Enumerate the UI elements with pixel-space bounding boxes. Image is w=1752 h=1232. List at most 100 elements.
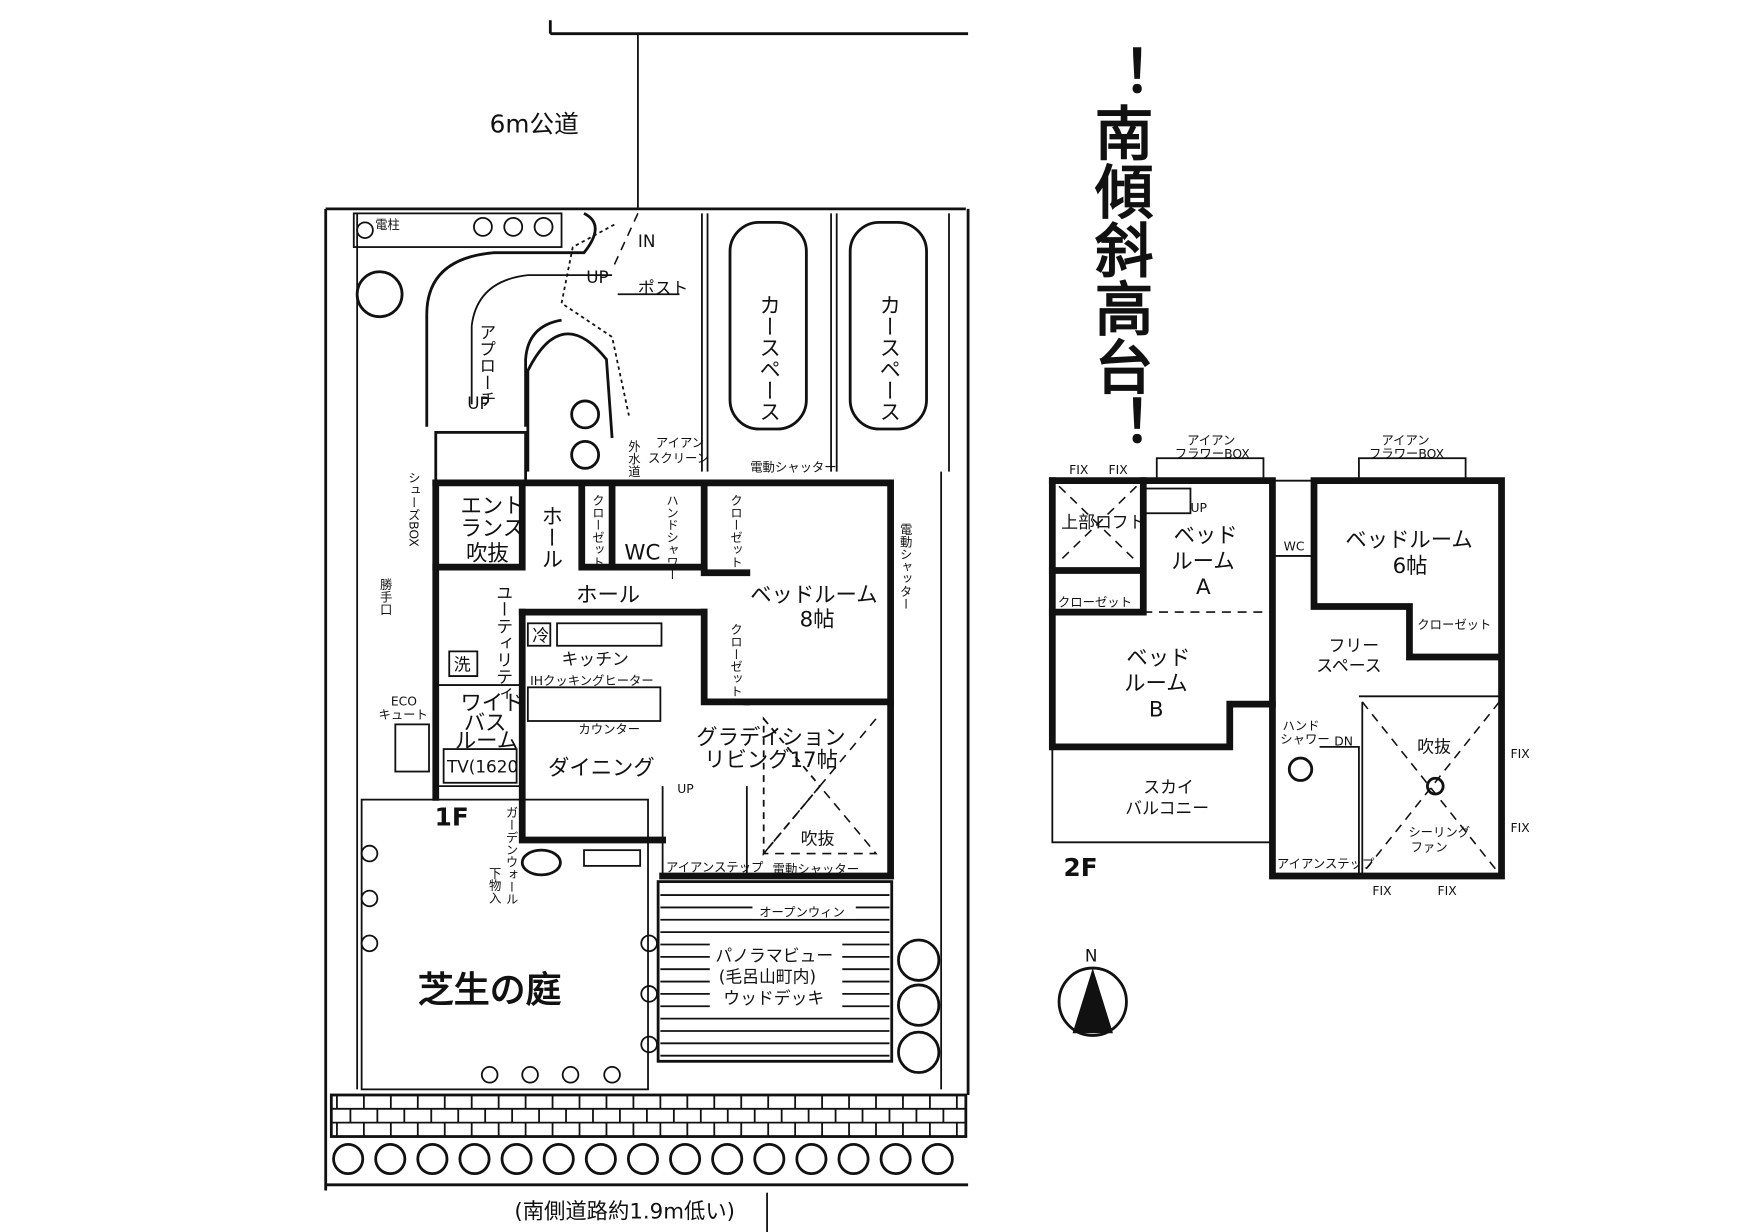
shrub-icon bbox=[503, 216, 524, 237]
post-label: ポスト bbox=[638, 278, 688, 298]
bathroom-label: ルーム bbox=[455, 729, 518, 754]
bathroom-label: ワイド bbox=[460, 691, 524, 716]
car-space-2-label: カースペース bbox=[876, 294, 901, 422]
lawn-garden-label: 芝生の庭 bbox=[418, 970, 562, 1011]
void-label: 吹抜 bbox=[801, 829, 835, 849]
closet-label: クローゼット bbox=[729, 494, 743, 568]
lawn-garden: ガーデンウォール 下物入 芝生の庭 bbox=[360, 798, 658, 1091]
closet-label: クローゼット bbox=[729, 623, 743, 697]
wood-deck: パノラマビュー (毛呂山町内) ウッドデッキ オープンウィン bbox=[656, 880, 941, 1074]
down-label: DN bbox=[1334, 735, 1353, 749]
entrance-label: ランス bbox=[460, 517, 524, 542]
north-road: 6m公道 bbox=[490, 20, 969, 208]
back-door-label: 勝手口 bbox=[378, 577, 392, 615]
bedroom-a-label: A bbox=[1196, 575, 1211, 600]
tree-icon bbox=[355, 270, 404, 319]
hall-label: ホール bbox=[576, 583, 640, 608]
south-road-note: (南側道路約1.9m低い) bbox=[514, 1200, 735, 1225]
storage-label: 下物入 bbox=[487, 867, 501, 904]
bedroom-6-size: 6帖 bbox=[1393, 554, 1428, 579]
bedroom-8-label: ベッドルーム bbox=[750, 583, 877, 608]
hedge-tree-icon bbox=[374, 1142, 407, 1176]
headline-text: ！南傾斜高台！ bbox=[1085, 45, 1154, 454]
loft-up-label: UP bbox=[1190, 501, 1207, 515]
hedge-tree-icon bbox=[711, 1142, 744, 1176]
fix-label: FIX bbox=[1438, 884, 1458, 898]
hedge-tree-icon bbox=[416, 1142, 449, 1176]
free-space-label: フリー bbox=[1329, 635, 1379, 655]
hedge-tree-icon bbox=[626, 1142, 659, 1176]
ceiling-fan-icon bbox=[1426, 776, 1445, 796]
car-icon bbox=[848, 220, 928, 431]
living-label: リビング17帖 bbox=[704, 748, 838, 773]
tree-icon bbox=[570, 399, 601, 430]
fix-label: FIX bbox=[1372, 884, 1392, 898]
approach: IN UP ポスト アプローチ UP bbox=[355, 212, 688, 472]
fix-label: FIX bbox=[1511, 747, 1531, 761]
north-compass-icon: N bbox=[1057, 945, 1128, 1037]
shutter-north-label: 電動シャッター bbox=[750, 461, 836, 475]
closet-label: クローゼット bbox=[1058, 595, 1132, 609]
hedge-tree-icon bbox=[669, 1142, 702, 1176]
bedroom-6-label: ベッドルーム bbox=[1345, 528, 1472, 553]
floor1-labels: エント ランス 吹抜 ホール クローゼット WC ハンドシャワー クローゼット … bbox=[378, 436, 912, 877]
iron-step-label: アイアンステップ bbox=[666, 860, 764, 874]
garden-wall-label: ガーデンウォール bbox=[504, 806, 518, 905]
hedge-tree-icon bbox=[542, 1142, 575, 1176]
hand-shower-label: シャワー bbox=[1280, 732, 1329, 746]
shrub-icon bbox=[473, 216, 493, 237]
void-label: 吹抜 bbox=[1417, 736, 1451, 756]
bedroom-8-size: 8帖 bbox=[800, 608, 835, 633]
hand-shower-label: ハンドシャワー bbox=[665, 494, 679, 580]
shrub-icon bbox=[533, 216, 554, 237]
floor1-walls bbox=[432, 430, 894, 880]
bedroom-b-label: B bbox=[1149, 698, 1164, 723]
wc-label: WC bbox=[1284, 539, 1305, 553]
floor1-label: 1F bbox=[435, 802, 469, 831]
flower-box-label: アイアン bbox=[1187, 434, 1235, 448]
open-window-label: オープンウィン bbox=[759, 905, 845, 919]
flower-box-label: フラワーBOX bbox=[1175, 447, 1251, 461]
entrance-void-label: 吹抜 bbox=[466, 541, 509, 566]
up-label-bottom: UP bbox=[467, 393, 489, 413]
iron-screen-label: スクリーン bbox=[648, 452, 709, 466]
flower-box-label: アイアン bbox=[1381, 434, 1429, 448]
tv-label: TV(1620) bbox=[446, 757, 525, 777]
wc-label: WC bbox=[624, 540, 660, 565]
floor2-walls bbox=[1048, 457, 1505, 880]
hall-vertical-label: ホール bbox=[538, 505, 563, 569]
stairs-up-label: UP bbox=[677, 782, 694, 796]
ceiling-fan-label: シーリング bbox=[1408, 826, 1470, 840]
living-label: グラデイション bbox=[696, 726, 845, 751]
fix-label: FIX bbox=[1108, 463, 1128, 477]
hedge-tree-icon bbox=[879, 1142, 912, 1176]
sky-balcony-label: スカイ bbox=[1143, 777, 1193, 797]
eco-cute-label: ECO bbox=[391, 694, 417, 708]
hedge-tree-icon bbox=[921, 1142, 954, 1176]
loft-label: 上部ロフト bbox=[1061, 512, 1145, 532]
closet-label: クローゼット bbox=[1417, 618, 1491, 632]
iron-screen-label: アイアン bbox=[656, 436, 704, 450]
bathroom-label: バス bbox=[464, 711, 507, 736]
dining-label: ダイニング bbox=[548, 756, 655, 781]
car-spaces: カースペース カースペース bbox=[701, 213, 950, 472]
fix-label: FIX bbox=[1511, 821, 1531, 835]
fix-label: FIX bbox=[1069, 463, 1089, 477]
in-label: IN bbox=[638, 231, 656, 251]
car-icon bbox=[728, 220, 808, 431]
sky-balcony-label: バルコニー bbox=[1125, 798, 1209, 818]
shutter-south-label: 電動シャッター bbox=[773, 863, 859, 877]
deck-label: (毛呂山町内) bbox=[719, 967, 816, 987]
shutter-east-label: 電動シャッター bbox=[898, 523, 912, 610]
tree-icon bbox=[570, 439, 601, 470]
fridge-label: 冷 bbox=[532, 625, 549, 645]
entrance-label: エント bbox=[460, 494, 524, 519]
iron-step-label: アイアンステップ bbox=[1277, 857, 1375, 871]
bedroom-a-label: ルーム bbox=[1171, 549, 1234, 574]
up-label-top: UP bbox=[586, 267, 608, 287]
shoes-box-label: シューズBOX bbox=[406, 472, 420, 548]
hedge-tree-icon bbox=[795, 1142, 828, 1176]
flower-box-label: フラワーBOX bbox=[1369, 447, 1445, 461]
